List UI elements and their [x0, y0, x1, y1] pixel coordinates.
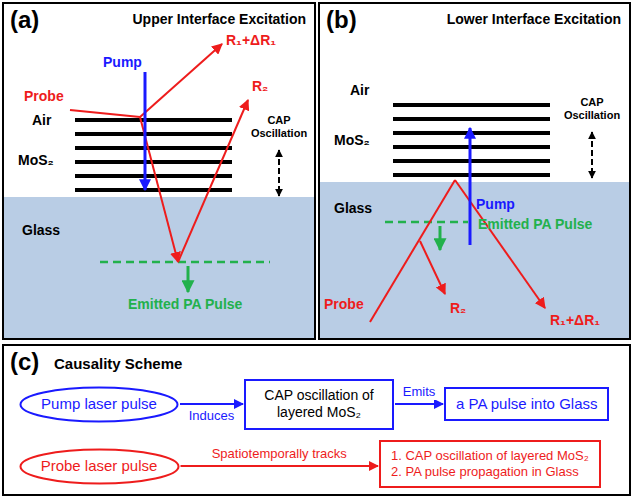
- figure-label: Pump: [103, 54, 142, 70]
- figure-label: Probe: [24, 88, 64, 104]
- figure-label: Air: [350, 82, 369, 98]
- panel-title: Causality Scheme: [54, 355, 182, 372]
- process-box: a PA pulse into Glass: [444, 387, 609, 422]
- panel: (b) Lower Interface Excitation: [318, 2, 631, 340]
- figure-label: Probe: [324, 296, 364, 312]
- probe-ellipse: Probe laser pulse: [19, 448, 180, 485]
- pump-beam: [144, 72, 147, 190]
- edge-label: Spatiotemporally tracks: [210, 447, 349, 462]
- ellipse-shape: [21, 387, 178, 421]
- mos2-layer: [75, 174, 232, 178]
- connector-arrow: [181, 465, 379, 467]
- figure-label: Glass: [334, 200, 372, 216]
- mos2-layer: [75, 160, 232, 164]
- edge-label: Emits: [401, 385, 438, 400]
- panel-letter: (a): [10, 6, 39, 34]
- panel-letter: (c): [10, 348, 39, 376]
- figure-label: Pump: [476, 196, 515, 212]
- figure-label: Emitted PA Pulse: [478, 216, 592, 232]
- glass-substrate: [4, 197, 314, 338]
- connector-arrow: [395, 403, 443, 405]
- node-text: 1. CAP oscillation of layered MoS₂: [391, 448, 589, 464]
- connector-arrow: [180, 403, 243, 405]
- reflected-beam: [420, 241, 445, 294]
- pa-wavefront: [385, 221, 468, 224]
- pump-ellipse: Pump laser pulse: [19, 386, 179, 423]
- figure-label: Air: [32, 112, 51, 128]
- panel: (a) Upper Interface Excitation: [2, 2, 316, 340]
- node-text: Pump laser pulse: [41, 395, 157, 414]
- figure-label: MoS₂: [334, 132, 370, 148]
- process-box: CAP oscillation of layered MoS₂: [244, 379, 394, 430]
- mos2-layer: [75, 118, 232, 122]
- panel-title: Lower Interface Excitation: [447, 11, 621, 27]
- panel-letter: (b): [326, 6, 357, 34]
- mos2-layer: [75, 132, 232, 136]
- figure-label: CAP Oscillation: [251, 114, 307, 139]
- mos2-layer: [75, 146, 232, 150]
- figure-label: MoS₂: [18, 152, 54, 168]
- node-text: Probe laser pulse: [41, 457, 158, 476]
- ellipse-shape: [20, 449, 178, 483]
- panel-title: Upper Interface Excitation: [133, 11, 307, 27]
- node-text: CAP oscillation of layered MoS₂: [256, 387, 382, 422]
- node-text: 2. PA pulse propagation in Glass: [391, 464, 589, 480]
- figure-label: CAP Oscillation: [564, 96, 620, 121]
- figure-label: R₂: [450, 300, 466, 316]
- probe-beam: [370, 180, 455, 322]
- mos2-layers: [75, 120, 232, 190]
- cap-oscillation-arrow: [591, 132, 593, 178]
- reflected-beam: [178, 100, 248, 262]
- reflected-beam: [140, 44, 222, 117]
- figure-label: R₂: [252, 78, 268, 94]
- figure-label: Glass: [22, 222, 60, 238]
- figure-label: R₁+ΔR₁: [550, 312, 600, 328]
- figure-label: Emitted PA Pulse: [128, 296, 242, 312]
- pa-pulse-arrow: [187, 266, 190, 292]
- glass-substrate: [320, 182, 629, 338]
- node-text: a PA pulse into Glass: [456, 395, 597, 414]
- pa-wavefront: [100, 261, 270, 264]
- cap-oscillation-arrow: [278, 150, 280, 196]
- edge-label: Induces: [187, 409, 237, 424]
- panel: (c) Causality SchemePump laser pulse CAP o…: [2, 344, 631, 496]
- result-box: 1. CAP oscillation of layered MoS₂2. PA …: [379, 440, 601, 489]
- mos2-layer: [393, 117, 550, 121]
- figure-label: R₁+ΔR₁: [226, 32, 276, 48]
- pump-beam: [469, 128, 472, 245]
- probe-beam: [70, 110, 140, 117]
- mos2-layer: [393, 103, 550, 107]
- pa-pulse-arrow: [439, 226, 442, 250]
